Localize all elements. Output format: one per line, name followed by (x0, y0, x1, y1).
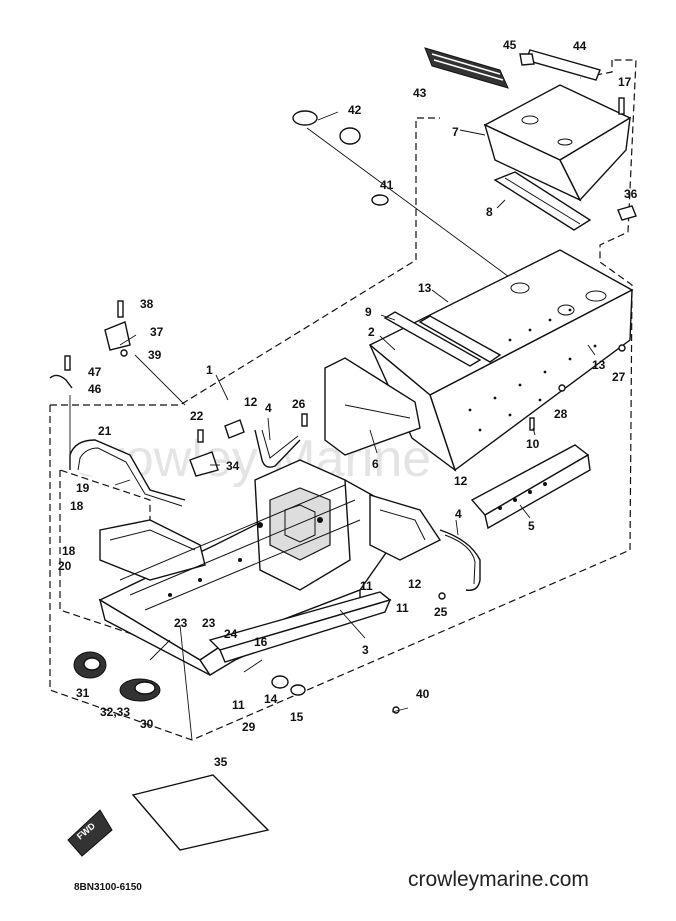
part-46-clip (49, 374, 73, 389)
callout-42: 42 (348, 103, 362, 117)
part-47-bolt (64, 355, 71, 371)
callout-8: 8 (486, 205, 493, 219)
part-22-bolt (197, 429, 204, 443)
part-39-nut (120, 349, 128, 357)
callout-20: 20 (58, 559, 72, 573)
callout-18-a: 18 (70, 499, 84, 513)
callout-13-b: 13 (592, 358, 606, 372)
callout-45: 45 (503, 38, 517, 52)
callout-7: 7 (452, 125, 459, 139)
callout-26: 26 (292, 397, 306, 411)
callout-35: 35 (214, 755, 228, 769)
part-28-nut (558, 384, 566, 392)
part-10-bolt (529, 417, 535, 431)
part-45-block (519, 53, 535, 66)
part-8-rail (493, 171, 592, 231)
part-38-bolt (117, 300, 124, 318)
callout-30: 30 (140, 717, 154, 731)
callout-46: 46 (88, 382, 102, 396)
part-14-bracket (271, 675, 289, 689)
callout-23-a: 23 (174, 616, 188, 630)
callout-10: 10 (526, 437, 540, 451)
callout-labels: 1 2 3 4 4 5 6 7 8 9 10 11 11 11 12 12 12… (58, 38, 638, 769)
callout-12-c: 12 (408, 577, 422, 591)
callout-47: 47 (88, 365, 102, 379)
callout-34: 34 (226, 459, 240, 473)
callout-12-a: 12 (244, 395, 258, 409)
callout-11-b: 11 (396, 601, 409, 615)
part-9-rails (383, 311, 502, 367)
part-43-pad (424, 47, 509, 89)
part-15-bracket (290, 684, 306, 696)
callout-37: 37 (150, 325, 164, 339)
callout-21: 21 (98, 424, 112, 438)
part-4-grab-handle-left (254, 429, 301, 468)
part-7-seat-box (459, 84, 632, 202)
part-42-caps (292, 110, 361, 145)
callout-27: 27 (612, 370, 626, 384)
part-27-nut (618, 344, 626, 352)
part-4-grab-handle-right (439, 529, 481, 591)
callout-15: 15 (290, 710, 304, 724)
callout-24: 24 (224, 627, 238, 641)
part-34-bracket (189, 451, 219, 477)
part-6-side-plate (324, 357, 421, 456)
callout-25: 25 (434, 605, 448, 619)
part-3-skid-plate (208, 591, 392, 663)
website-url: crowleymarine.com (408, 868, 589, 891)
part-5-bar (470, 444, 591, 530)
callout-38: 38 (140, 297, 154, 311)
callout-2: 2 (368, 325, 375, 339)
callout-11-a: 11 (360, 579, 373, 593)
callout-3: 3 (362, 643, 369, 657)
callout-14: 14 (264, 692, 278, 706)
callout-19: 19 (76, 481, 90, 495)
callout-18-b: 18 (62, 544, 76, 558)
leader-lines (69, 199, 596, 741)
callout-11-c: 11 (232, 698, 245, 712)
part-36-clip (617, 205, 637, 221)
callout-31: 31 (76, 686, 90, 700)
part-12-clamp (224, 419, 245, 439)
callout-4-right: 4 (455, 507, 462, 521)
callout-28: 28 (554, 407, 568, 421)
callout-17: 17 (618, 75, 632, 89)
part-26-bolt (301, 413, 308, 427)
leader-41 (306, 127, 521, 286)
part-17-bolt (618, 97, 625, 115)
callout-4-top: 4 (265, 401, 272, 415)
callout-43: 43 (413, 86, 427, 100)
callout-29: 29 (242, 720, 256, 734)
part-40-screw (392, 706, 400, 714)
callout-5: 5 (528, 519, 535, 533)
callout-39: 39 (148, 348, 162, 362)
callout-40: 40 (416, 687, 430, 701)
callout-12-b: 12 (454, 474, 468, 488)
part-37-clip (104, 321, 131, 351)
part-30-bellows (119, 678, 161, 702)
part-25-nut (438, 592, 446, 600)
callout-6: 6 (372, 457, 379, 471)
callout-13-a: 13 (418, 281, 432, 295)
callout-9: 9 (365, 305, 372, 319)
callout-23-b: 23 (202, 616, 216, 630)
callout-44: 44 (573, 39, 587, 53)
callout-22: 22 (190, 409, 204, 423)
callout-16: 16 (254, 635, 268, 649)
callout-41: 41 (380, 178, 394, 192)
callout-32-33: 32,33 (100, 705, 130, 719)
part-41-cap (371, 194, 389, 206)
drawing-code: 8BN3100-6150 (74, 882, 142, 893)
part-31-bellows (73, 651, 107, 679)
callout-1: 1 (206, 363, 213, 377)
part-35-mat (131, 774, 270, 851)
part-44-strip (525, 49, 601, 81)
fwd-arrow: FWD (67, 809, 113, 857)
part-21-handlebar (69, 439, 186, 507)
callout-36: 36 (624, 187, 638, 201)
